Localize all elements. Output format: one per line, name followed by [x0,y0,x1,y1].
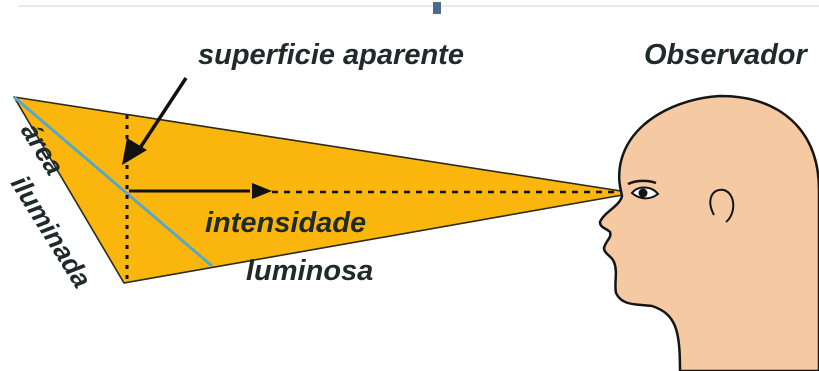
surface-pointer-arrow [138,77,188,149]
eyebrow [627,179,657,186]
surface-pointer-arrowhead [122,138,147,165]
illuminated-area-line [13,95,213,268]
light-beam [13,96,635,284]
label-superficie-aparente: superficie aparente [198,39,464,71]
label-observador: Observador [644,39,808,71]
eye-pupil [638,188,648,198]
observer-ear [709,188,735,223]
intensity-arrowhead [252,183,272,199]
observer-head-icon [598,94,819,371]
label-luminosa: luminosa [246,255,373,287]
label-intensidade: intensidade [205,207,366,239]
top-marker [433,2,441,14]
